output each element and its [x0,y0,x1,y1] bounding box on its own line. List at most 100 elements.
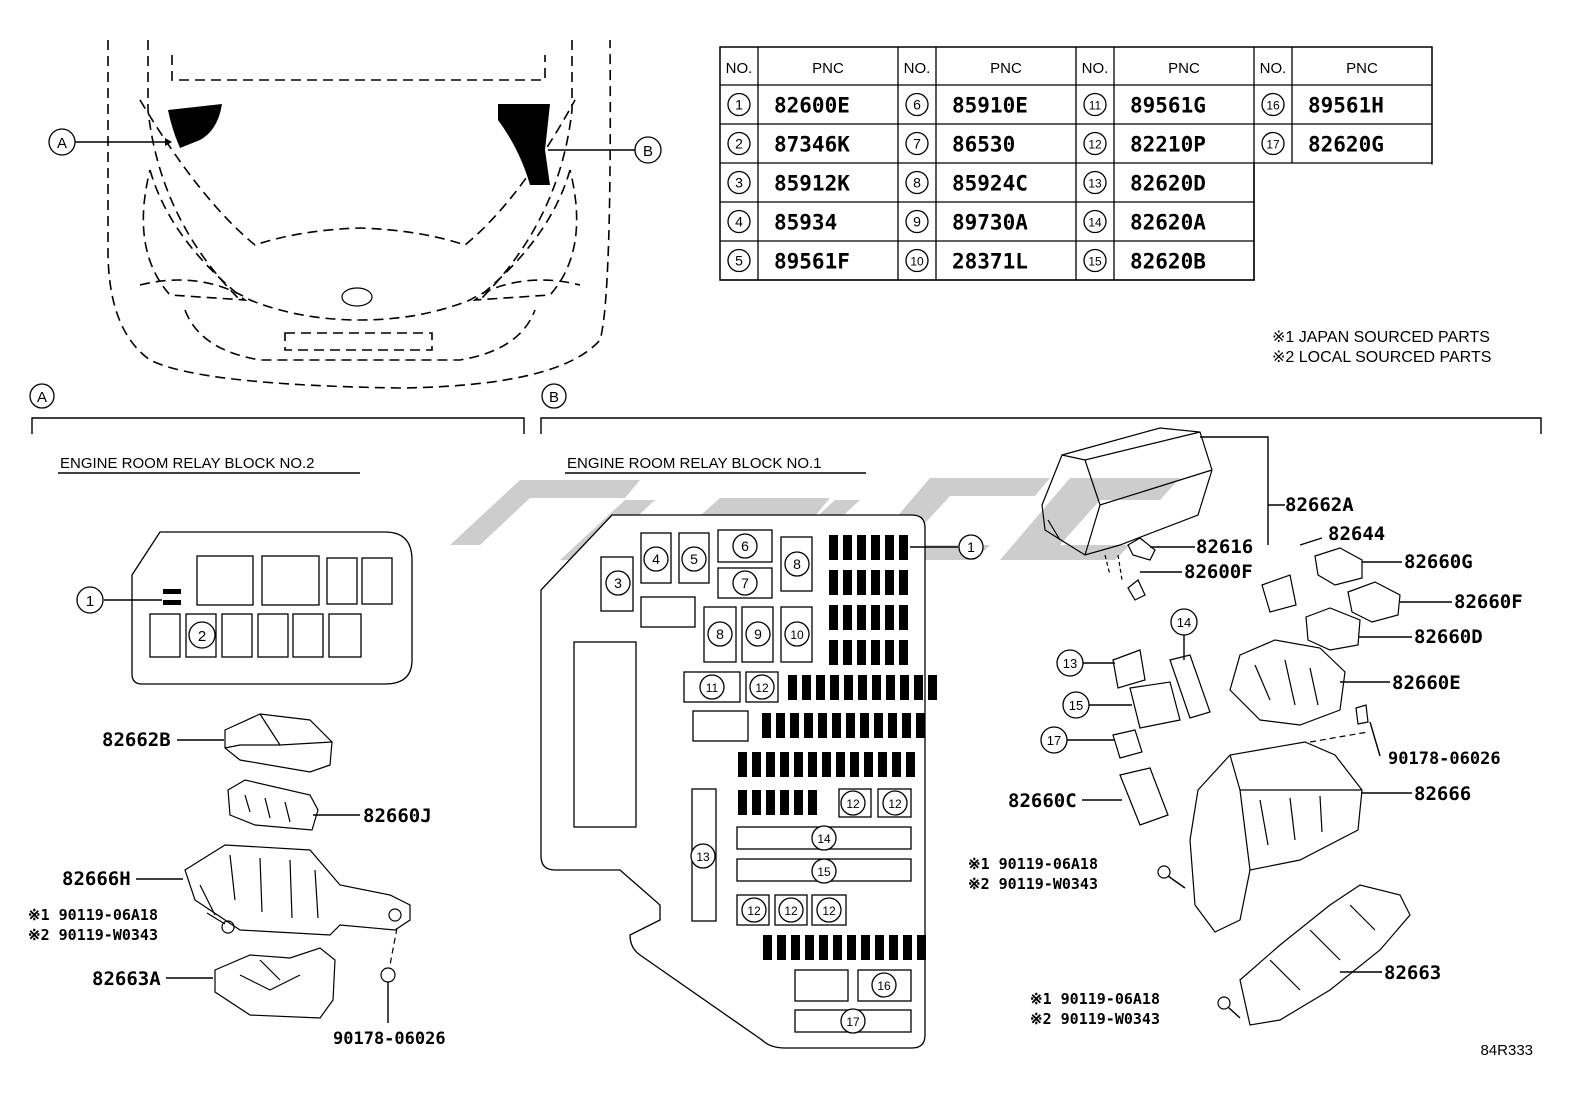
box-number: 12 [888,797,902,811]
row-number-circle [1083,131,1107,156]
box-number-circle [681,546,707,572]
label-82660d: 82660D [1414,626,1483,648]
table-header-no: NO. [904,60,931,77]
callout-b-top: B [548,136,662,164]
fuse-slot [872,675,881,700]
box-number-circle [958,534,984,560]
fuse-slot [762,713,771,738]
fuse-slot [861,935,870,960]
box-number-circle [741,897,767,923]
fuse-slot [738,790,747,815]
fuse-slot [888,713,897,738]
box-number: 9 [754,626,762,642]
fuse-slot [885,640,894,665]
labels-section-a: 82662B 82660J 82666H ※1 90119-06A18 ※2 9… [28,729,446,1049]
component-number-circle [1062,691,1090,719]
fuse-slot [846,713,855,738]
label-a-clip: 90178-06026 [333,1029,446,1049]
fuse-slot [847,935,856,960]
section-a-letter: A [37,389,47,406]
diagram-code: 84R333 [1480,1042,1533,1059]
fuse-slot [844,675,853,700]
row-pnc: 85934 [774,211,837,235]
table-header-no: NO. [726,60,753,77]
fuse-slot [829,570,838,595]
fuse-slot [903,935,912,960]
lower-82663-sketch [1239,884,1411,1026]
box-number-circle [871,972,897,998]
box-a-num-1: 1 [86,593,94,610]
component-number: 17 [1047,733,1061,748]
row-number-circle [1261,131,1285,156]
row-number-circle [905,131,929,156]
busbar-sketches-b [1112,649,1211,826]
section-b-title: ENGINE ROOM RELAY BLOCK NO.1 [567,455,822,472]
fuse-slot [766,752,775,777]
box-number-circle [690,843,716,869]
label-82662b: 82662B [102,729,171,751]
fuse-slot [900,675,909,700]
bolt-a-sketch [206,912,235,934]
box-number: 12 [747,904,761,918]
fuse-slot [914,675,923,700]
fuse-slot [857,535,866,560]
row-number-circle [1083,248,1107,273]
row-number: 9 [913,214,921,230]
fuse-slot [836,752,845,777]
box-number: 8 [716,626,724,642]
small-parts-b-sketch [1104,537,1156,601]
fuse-slot [843,535,852,560]
note-local-sourced: ※2 LOCAL SOURCED PARTS [1272,349,1491,366]
box-number-circle [784,551,810,577]
box-number-circle [840,1008,866,1034]
row-number-circle [1083,170,1107,195]
box-number-circle [745,621,771,647]
fuse-slot [790,713,799,738]
callout-a-label: A [57,135,67,152]
row-pnc: 85910E [952,94,1028,118]
fuse-slot [843,570,852,595]
row-pnc: 28371L [952,250,1028,274]
row-number: 5 [735,253,743,269]
box-number: 15 [817,865,831,879]
fuse-slot [878,752,887,777]
fuse-slot [819,935,828,960]
fuse-slot [777,935,786,960]
box-number-circle [749,674,775,700]
row-pnc: 82210P [1130,133,1206,157]
row-number: 1 [735,97,743,113]
fuse-slot [808,752,817,777]
fuse-slot [794,752,803,777]
fuse-slot [802,675,811,700]
row-pnc: 87346K [774,133,850,157]
row-pnc: 89561H [1308,94,1384,118]
fuse-slot [899,605,908,630]
box-number: 12 [822,904,836,918]
fuse-slot [871,605,880,630]
box-number-circle [732,570,758,596]
cover-82662b-sketch [224,713,333,773]
block-82666-sketch [1189,704,1369,933]
fuse-slot [752,752,761,777]
label-82666: 82666 [1414,783,1471,805]
row-number: 14 [1088,216,1102,230]
box-number: 7 [741,575,749,591]
row-number: 15 [1088,255,1102,269]
fuse-slot [902,713,911,738]
row-pnc: 85924C [952,172,1028,196]
fuse-slot [858,675,867,700]
label-82660j: 82660J [363,805,432,827]
row-pnc: 89730A [952,211,1028,235]
fuse-slot [850,752,859,777]
fuse-slot [808,790,817,815]
fuse-slot [889,935,898,960]
